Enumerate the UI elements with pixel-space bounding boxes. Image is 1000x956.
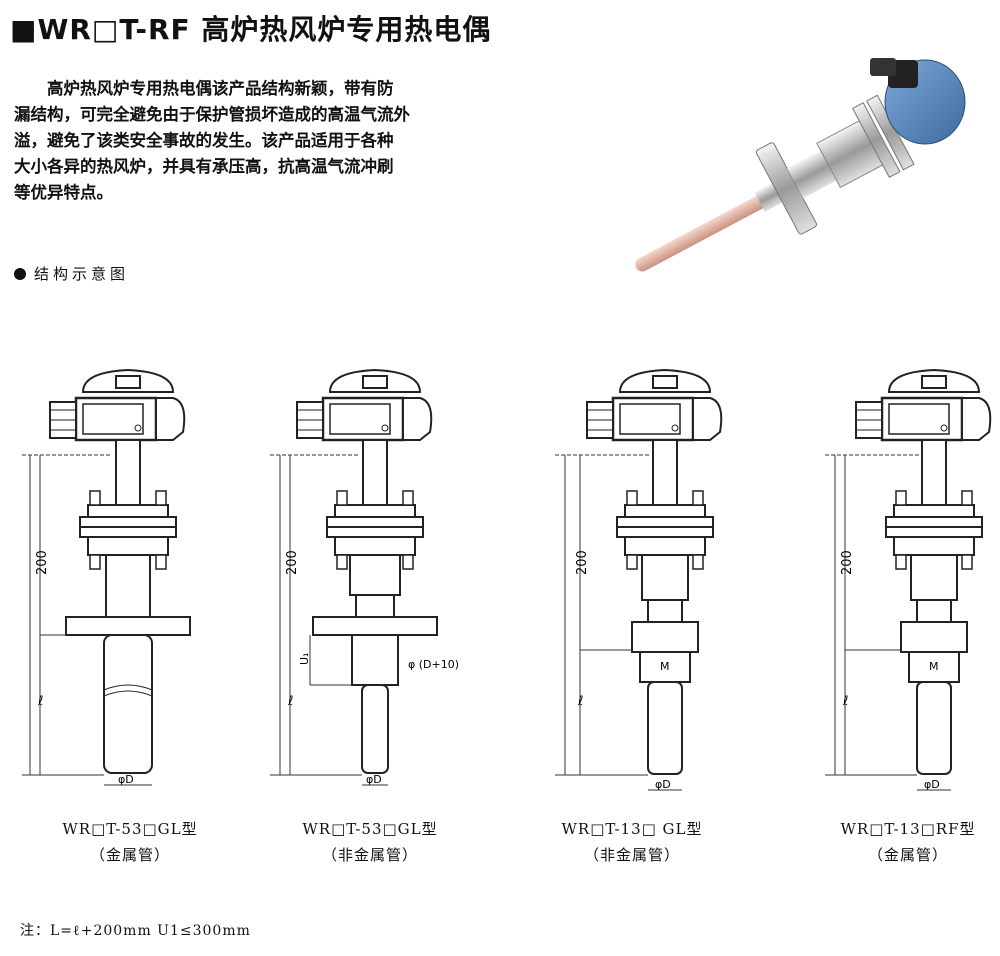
diagram-1: [48, 368, 191, 774]
model-code: WR□T-13□ GL型: [561, 820, 703, 838]
intro-line: 大小各异的热风炉，并具有承压高，抗高温气流冲刷: [14, 157, 394, 176]
model-material: （金属管）: [89, 846, 170, 864]
intro-line: 高炉热风炉专用热电偶该产品结构新颖，带有防: [14, 79, 394, 98]
model-caption-2: WR□T-53□GL型 （非金属管）: [270, 816, 470, 868]
dim-length: ℓ: [842, 694, 848, 709]
intro-text: 高炉热风炉专用热电偶该产品结构新颖，带有防 漏结构，可完全避免由于保护管损坏造成…: [14, 76, 484, 206]
diagram-4: [854, 368, 992, 775]
dim-200: 200: [35, 550, 50, 575]
model-material: （非金属管）: [583, 846, 680, 864]
model-code: WR□T-13□RF型: [840, 820, 976, 838]
model-code: WR□T-53□GL型: [62, 820, 198, 838]
dim-d: φD: [366, 773, 382, 786]
intro-line: 漏结构，可完全避免由于保护管损坏造成的高温气流外: [14, 105, 410, 124]
dim-length: ℓ: [577, 694, 583, 709]
model-material: （金属管）: [867, 846, 948, 864]
dim-200: 200: [575, 550, 590, 575]
section-heading: 结构示意图: [14, 263, 129, 284]
diagram-3: [585, 368, 723, 775]
model-material: （非金属管）: [321, 846, 418, 864]
footnote: 注：L=ℓ+200mm U1≤300mm: [20, 923, 251, 939]
dim-m: M: [660, 660, 670, 673]
dim-200: 200: [285, 550, 300, 575]
product-photo: [635, 58, 966, 272]
dim-d: φD: [924, 778, 940, 791]
model-code: WR□T-53□GL型: [302, 820, 438, 838]
model-caption-1: WR□T-53□GL型 （金属管）: [30, 816, 230, 868]
section-label: 结构示意图: [34, 265, 130, 283]
dim-m: M: [929, 660, 939, 673]
intro-line: 溢，避免了该类安全事故的发生。该产品适用于各种: [14, 131, 394, 150]
intro-line: 等优异特点。: [14, 183, 113, 202]
dim-length: ℓ: [287, 694, 293, 709]
dim-d10: φ (D+10): [408, 658, 459, 671]
dim-d: φD: [118, 773, 134, 786]
structure-diagrams: 200 200 200 200 ℓ ℓ ℓ ℓ φD φD φD φD φ (D…: [22, 368, 992, 791]
dim-u1: U₁: [298, 653, 311, 665]
diagram-2: [295, 368, 438, 774]
dim-200: 200: [840, 550, 855, 575]
page-title: ■WR□T-RF 高炉热风炉专用热电偶: [10, 13, 492, 46]
model-caption-4: WR□T-13□RF型 （金属管）: [808, 816, 1000, 868]
dim-d: φD: [655, 778, 671, 791]
dim-length: ℓ: [37, 694, 43, 709]
bullet-icon: [14, 268, 26, 280]
model-caption-3: WR□T-13□ GL型 （非金属管）: [532, 816, 732, 868]
